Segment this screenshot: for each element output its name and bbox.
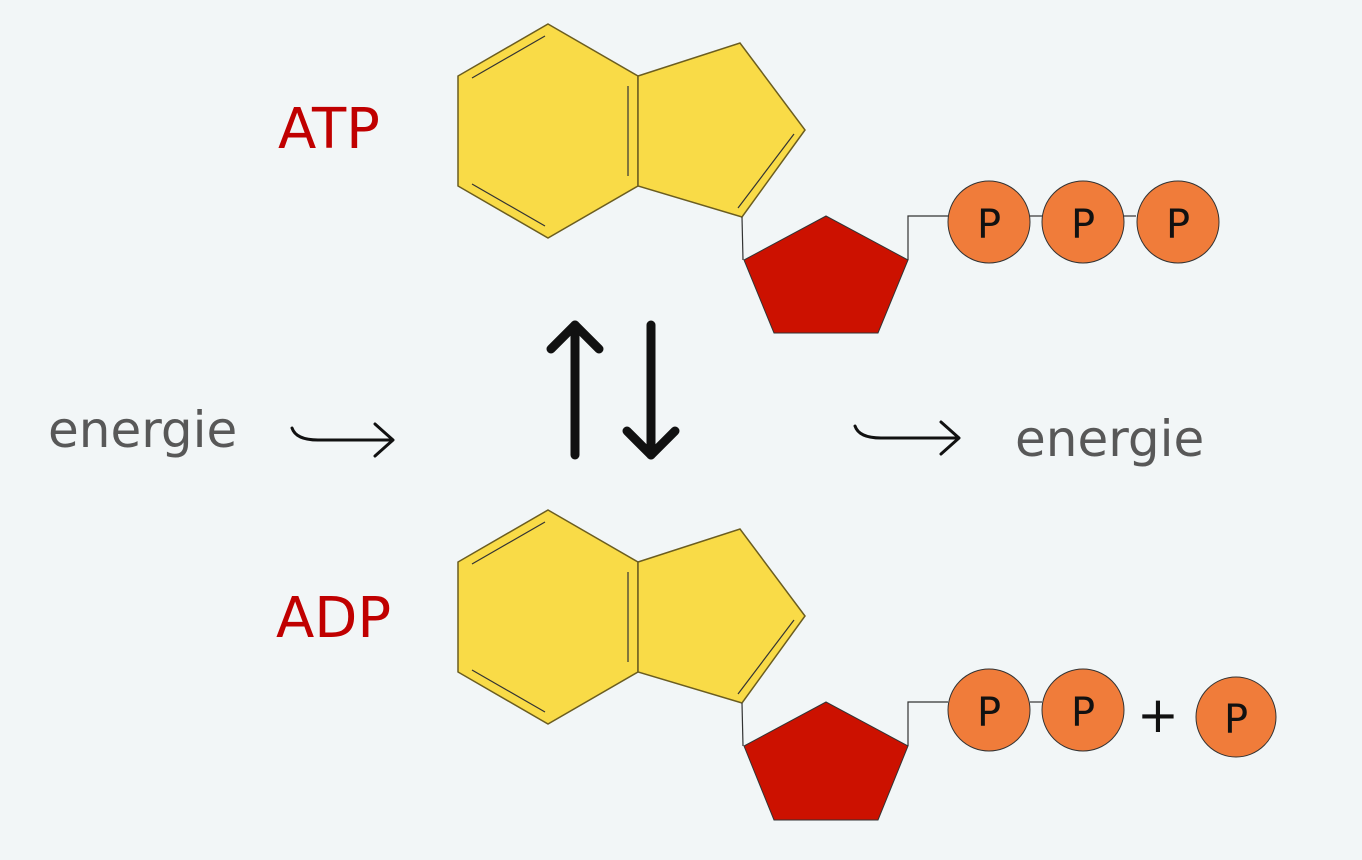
phosphate-circle (947, 180, 1031, 264)
atp-hexagon-ring (457, 23, 639, 239)
adp-glycosidic-bond (741, 702, 744, 747)
equilibrium-arrows (546, 320, 680, 460)
atp-ribose-pentagon (743, 215, 909, 334)
adp-adenine-base (457, 509, 806, 725)
arrow-down-icon (622, 320, 680, 460)
atp-label: ATP (278, 97, 380, 162)
adp-phosphate-link (907, 701, 948, 746)
adp-double-bond (471, 669, 546, 713)
adp-molecule: ADP P P + P (276, 509, 1277, 821)
phosphate-circle (1136, 180, 1220, 264)
adp-hexagon-ring (457, 509, 639, 725)
phosphate-label: P (1166, 202, 1190, 248)
phosphate-circle (1041, 668, 1125, 752)
phosphate-label: P (1071, 202, 1095, 248)
free-phosphate: P (1195, 676, 1277, 758)
energy-output: energie (853, 410, 1204, 468)
hook-arrow-right-icon (853, 420, 961, 456)
hook-arrow-right-icon (290, 422, 395, 458)
atp-molecule: ATP P (278, 23, 1220, 334)
phosphate-circle (1195, 676, 1277, 758)
adp-label: ADP (276, 586, 391, 651)
phosphate-label: P (1071, 690, 1095, 736)
phosphate-label: P (977, 690, 1001, 736)
phosphate-label: P (1224, 697, 1248, 743)
adp-pentagon-ring (637, 528, 806, 704)
atp-phosphate-chain: P P P (947, 180, 1220, 264)
adp-phosphate-chain: P P (947, 668, 1125, 752)
adp-double-bond (471, 521, 546, 565)
atp-double-bond (471, 35, 546, 79)
atp-double-bond (471, 183, 546, 227)
adp-double-bond (737, 619, 795, 695)
adp-ribose-pentagon (743, 701, 909, 821)
arrow-up-icon (546, 320, 604, 460)
atp-adenine-base (457, 23, 806, 239)
phosphate-circle (947, 668, 1031, 752)
energy-out-label: energie (1015, 410, 1204, 468)
atp-phosphate-link (907, 215, 948, 260)
energy-in-label: energie (48, 401, 237, 459)
plus-sign: + (1137, 686, 1179, 744)
atp-glycosidic-bond (741, 216, 744, 261)
energy-input: energie (48, 401, 395, 459)
phosphate-circle (1041, 180, 1125, 264)
atp-pentagon-ring (637, 42, 806, 218)
phosphate-label: P (977, 202, 1001, 248)
atp-double-bond (737, 133, 795, 209)
